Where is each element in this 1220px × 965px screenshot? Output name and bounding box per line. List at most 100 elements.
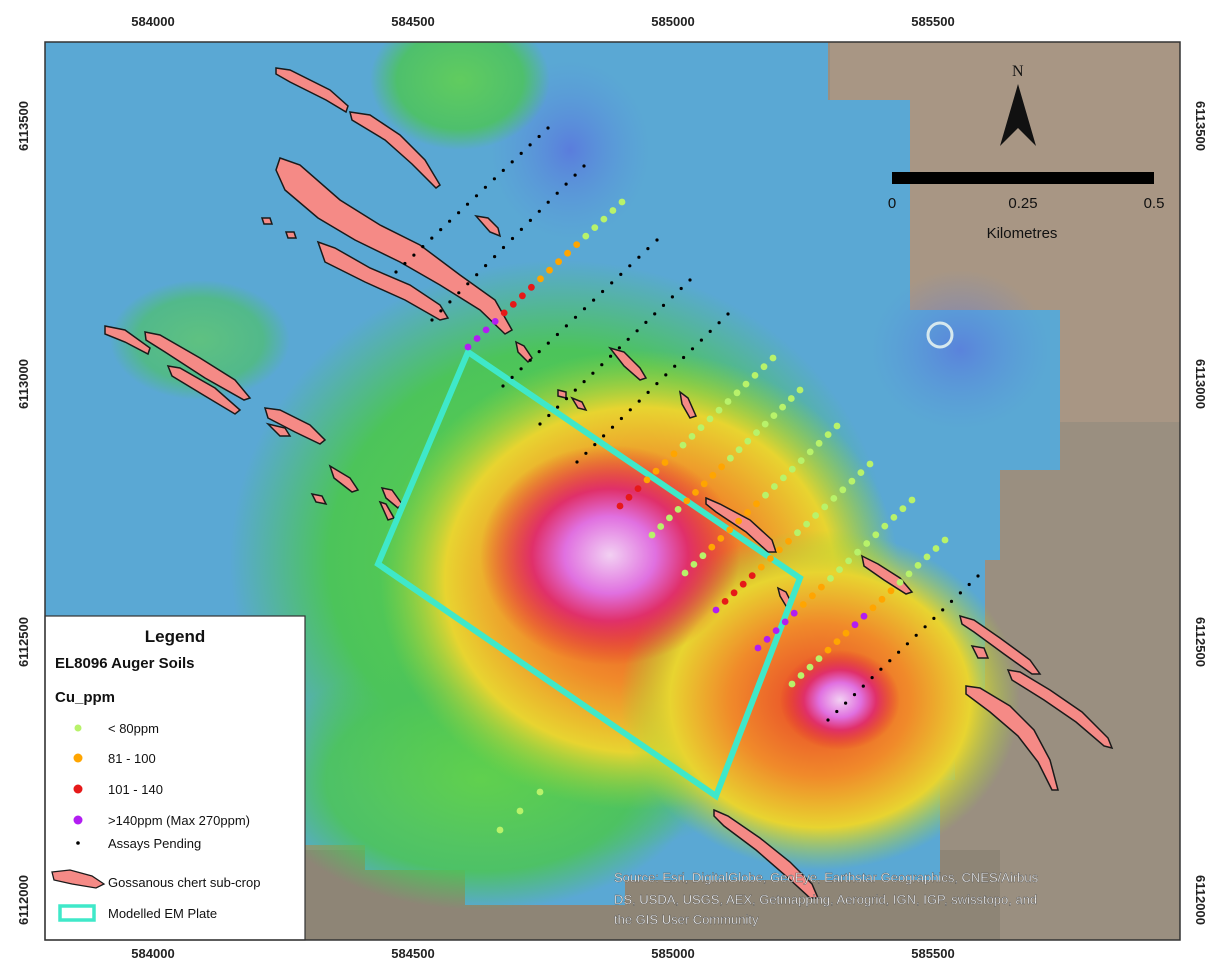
sample-point-pending xyxy=(661,303,666,307)
y-tick-label-left: 6113500 xyxy=(16,101,31,151)
sample-point-pending xyxy=(412,253,416,257)
sample-point-pending xyxy=(528,358,532,362)
sample-point xyxy=(839,486,847,494)
sample-point-pending xyxy=(501,245,506,250)
sample-point xyxy=(851,621,859,629)
gossan-outcrop xyxy=(316,240,450,321)
sample-point xyxy=(537,275,544,283)
sample-point-pending xyxy=(501,384,505,388)
north-arrow-label: N xyxy=(1012,63,1024,80)
sample-point xyxy=(748,572,756,579)
sample-point-pending xyxy=(564,324,569,328)
legend-item-label: Gossanous chert sub-crop xyxy=(108,875,260,890)
sample-point xyxy=(878,595,886,603)
x-tick-label-bottom: 585000 xyxy=(651,946,694,961)
x-tick-label-bottom: 584500 xyxy=(391,946,434,961)
gossan-outcrop xyxy=(328,464,360,493)
sample-point xyxy=(754,644,762,652)
sample-point-pending xyxy=(538,422,542,426)
sample-point xyxy=(491,318,499,325)
gossan-outcrop xyxy=(557,389,567,399)
sample-point-pending xyxy=(628,264,632,268)
sample-point xyxy=(715,406,723,414)
legend-swatch-gossan xyxy=(51,869,106,889)
sample-point xyxy=(761,420,769,428)
y-tick-label-left: 6112500 xyxy=(16,617,31,667)
sample-point-pending xyxy=(610,425,615,429)
sample-point-pending xyxy=(484,264,488,268)
sample-point-pending xyxy=(619,272,623,276)
sample-point xyxy=(657,523,665,530)
sample-point-pending xyxy=(637,399,641,403)
legend-field-name: Cu_ppm xyxy=(55,689,115,706)
sample-point xyxy=(905,570,913,578)
sample-point-pending xyxy=(510,375,514,379)
sample-point xyxy=(776,546,783,554)
legend-item-label: >140ppm (Max 270ppm) xyxy=(108,813,250,828)
sample-point-pending xyxy=(958,591,963,595)
sample-point xyxy=(771,483,778,490)
scale-bar-graphic xyxy=(892,172,1154,184)
sample-point-pending xyxy=(637,255,641,259)
sample-point-pending xyxy=(653,312,657,316)
sample-point xyxy=(796,386,804,394)
sample-point-pending xyxy=(635,329,639,333)
sample-point xyxy=(679,441,687,449)
legend-swatch-pending xyxy=(76,841,80,845)
gossan-outcrop xyxy=(474,214,502,238)
gossan-outcrop xyxy=(570,396,588,412)
sample-point xyxy=(772,627,780,634)
sample-point xyxy=(742,380,750,388)
sample-point xyxy=(815,439,823,447)
sample-point-pending xyxy=(610,281,614,285)
sample-point-pending xyxy=(619,416,624,421)
x-tick-label-top: 585000 xyxy=(651,14,694,29)
sample-point-pending xyxy=(932,616,936,621)
gossan-outcrop xyxy=(713,808,820,899)
source-attribution-line: DS, USDA, USGS, AEX, Getmapping, Aerogri… xyxy=(614,892,1037,907)
legend-swatch-high xyxy=(73,784,83,794)
sample-point xyxy=(700,480,708,488)
sample-point-pending xyxy=(844,701,848,705)
sample-point-pending xyxy=(474,194,479,198)
sample-point-pending xyxy=(575,460,579,464)
sample-point xyxy=(809,592,816,600)
sample-point-pending xyxy=(519,227,524,231)
sample-point-pending xyxy=(537,134,541,139)
gossan-layer xyxy=(104,67,1114,899)
sample-point-pending xyxy=(923,625,927,629)
legend: Legend EL8096 Auger Soils Cu_ppm < 80ppm… xyxy=(44,615,306,941)
sample-point xyxy=(500,309,508,317)
sample-point xyxy=(869,604,877,612)
legend-item-label: Modelled EM Plate xyxy=(108,906,217,921)
sample-point xyxy=(692,489,699,496)
sample-point-pending xyxy=(852,693,857,697)
gossan-outcrop xyxy=(260,217,274,225)
legend-item-label: 81 - 100 xyxy=(108,751,156,766)
sample-point xyxy=(712,606,720,614)
sample-point xyxy=(625,493,633,501)
sample-point-pending xyxy=(555,191,559,195)
sample-point xyxy=(770,412,778,419)
sample-point xyxy=(824,646,832,654)
sample-point-pending xyxy=(602,434,606,438)
sample-point xyxy=(780,474,787,482)
sample-point-pending xyxy=(914,633,918,637)
sample-point-pending xyxy=(690,347,695,351)
gossan-outcrop xyxy=(310,492,328,506)
sample-point xyxy=(609,207,617,214)
sample-point xyxy=(896,579,904,586)
sample-point xyxy=(464,343,472,351)
anomaly-green-north xyxy=(370,42,550,150)
sample-point xyxy=(717,535,725,542)
sample-point-pending xyxy=(537,350,541,354)
sample-point xyxy=(618,198,626,206)
sample-point-pending xyxy=(466,282,470,286)
anomaly-hot-core-east xyxy=(780,650,900,750)
sample-point-pending xyxy=(601,289,605,294)
sample-point xyxy=(806,663,814,671)
sample-point xyxy=(812,512,819,519)
sample-point-pending xyxy=(448,300,452,304)
sample-point xyxy=(890,514,898,521)
scale-bar-unit: Kilometres xyxy=(987,225,1058,242)
